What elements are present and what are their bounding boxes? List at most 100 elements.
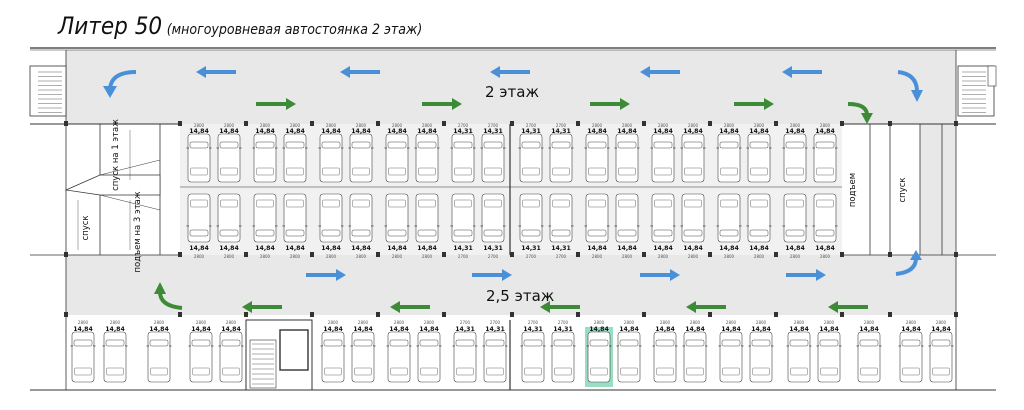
car-windshield bbox=[683, 229, 703, 237]
car-windshield bbox=[105, 339, 125, 347]
car-windshield bbox=[685, 339, 705, 347]
car-rear-window bbox=[106, 367, 124, 376]
dimension-label: 2800 bbox=[660, 320, 671, 325]
arrow-left bbox=[390, 301, 430, 313]
stair-right bbox=[957, 65, 995, 117]
dimension-label: 2800 bbox=[422, 123, 433, 128]
car-rear-window bbox=[590, 367, 608, 376]
spot-number: 14,84 bbox=[721, 326, 741, 333]
column bbox=[244, 121, 248, 126]
dimension-label: 2800 bbox=[110, 320, 121, 325]
arrow-head bbox=[490, 66, 500, 78]
column bbox=[954, 312, 958, 317]
column bbox=[178, 121, 182, 126]
column bbox=[376, 312, 380, 317]
car-windshield bbox=[587, 229, 607, 237]
spot-number: 14,84 bbox=[655, 326, 675, 333]
spot-number: 14,84 bbox=[189, 245, 209, 252]
spot-number: 14,84 bbox=[653, 128, 673, 135]
car-rear-window bbox=[454, 167, 472, 176]
car-rear-window bbox=[588, 167, 606, 176]
parking-spot bbox=[450, 193, 476, 243]
arrow-left bbox=[340, 66, 380, 78]
arrow-left bbox=[490, 66, 530, 78]
arrow-head bbox=[816, 269, 826, 281]
spot-number: 14,84 bbox=[719, 128, 739, 135]
arrow-head bbox=[620, 98, 630, 110]
parking-spot bbox=[680, 193, 706, 243]
column bbox=[954, 121, 958, 126]
dimension-label: 2800 bbox=[688, 123, 699, 128]
upper-aisle-slab bbox=[66, 50, 956, 124]
arrow-head bbox=[390, 301, 400, 313]
parking-spot bbox=[384, 193, 410, 243]
car-windshield bbox=[285, 141, 305, 149]
car-rear-window bbox=[686, 367, 704, 376]
car-windshield bbox=[719, 141, 739, 149]
spot-number: 14,84 bbox=[685, 326, 705, 333]
parking-spot bbox=[652, 331, 678, 383]
dimension-label: 2700 bbox=[526, 254, 537, 259]
column bbox=[510, 121, 514, 126]
dimension-label: 2800 bbox=[688, 254, 699, 259]
dimension-label: 2800 bbox=[794, 320, 805, 325]
parking-spot bbox=[348, 193, 374, 243]
spot-number: 14,84 bbox=[255, 128, 275, 135]
car-windshield bbox=[73, 339, 93, 347]
dimension-label: 2700 bbox=[460, 320, 471, 325]
car-rear-window bbox=[456, 367, 474, 376]
dimension-label: 2800 bbox=[224, 254, 235, 259]
car-windshield bbox=[589, 339, 609, 347]
spot-number: 14,84 bbox=[931, 326, 951, 333]
car-rear-window bbox=[654, 199, 672, 208]
dimension-label: 2700 bbox=[558, 320, 569, 325]
column bbox=[64, 312, 68, 317]
level-label-2: 2 этаж bbox=[485, 83, 539, 101]
car-windshield bbox=[751, 339, 771, 347]
arrow-head bbox=[154, 282, 166, 294]
parking-spot bbox=[650, 133, 676, 183]
dimension-label: 2800 bbox=[820, 254, 831, 259]
dimension-label: 2800 bbox=[726, 320, 737, 325]
parking-spot bbox=[650, 193, 676, 243]
arrow-head bbox=[502, 269, 512, 281]
arrow-head bbox=[103, 86, 117, 98]
spot-number: 14,84 bbox=[417, 128, 437, 135]
arrow-left bbox=[540, 301, 580, 313]
car-rear-window bbox=[484, 199, 502, 208]
column bbox=[774, 312, 778, 317]
dimension-label: 2800 bbox=[224, 123, 235, 128]
dimension-label: 2800 bbox=[690, 320, 701, 325]
parking-spot bbox=[746, 133, 772, 183]
car-windshield bbox=[351, 229, 371, 237]
spot-number: 14,84 bbox=[653, 245, 673, 252]
right-ramp-slab bbox=[920, 124, 956, 255]
car-windshield bbox=[819, 339, 839, 347]
spot-number: 14,84 bbox=[149, 326, 169, 333]
dimension-label: 2800 bbox=[392, 254, 403, 259]
car-rear-window bbox=[484, 167, 502, 176]
spot-number: 14,84 bbox=[353, 326, 373, 333]
car-rear-window bbox=[454, 199, 472, 208]
dimension-label: 2800 bbox=[392, 123, 403, 128]
arrow-curve bbox=[897, 70, 919, 91]
parking-spot bbox=[450, 133, 476, 183]
column bbox=[442, 121, 446, 126]
car-windshield bbox=[285, 229, 305, 237]
car-windshield bbox=[321, 141, 341, 149]
car-rear-window bbox=[418, 199, 436, 208]
car-rear-window bbox=[786, 167, 804, 176]
car-windshield bbox=[789, 339, 809, 347]
dimension-label: 2800 bbox=[394, 320, 405, 325]
parking-spot bbox=[718, 331, 744, 383]
parking-spot bbox=[748, 331, 774, 383]
dimension-label: 2800 bbox=[290, 254, 301, 259]
dimension-label: 2800 bbox=[622, 254, 633, 259]
dimension-label: 2700 bbox=[556, 254, 567, 259]
car-rear-window bbox=[750, 167, 768, 176]
dimension-label: 2800 bbox=[824, 320, 835, 325]
dimension-label: 2800 bbox=[724, 254, 735, 259]
spot-number: 14,31 bbox=[485, 326, 505, 333]
spot-number: 14,84 bbox=[221, 326, 241, 333]
dimension-label: 2800 bbox=[424, 320, 435, 325]
